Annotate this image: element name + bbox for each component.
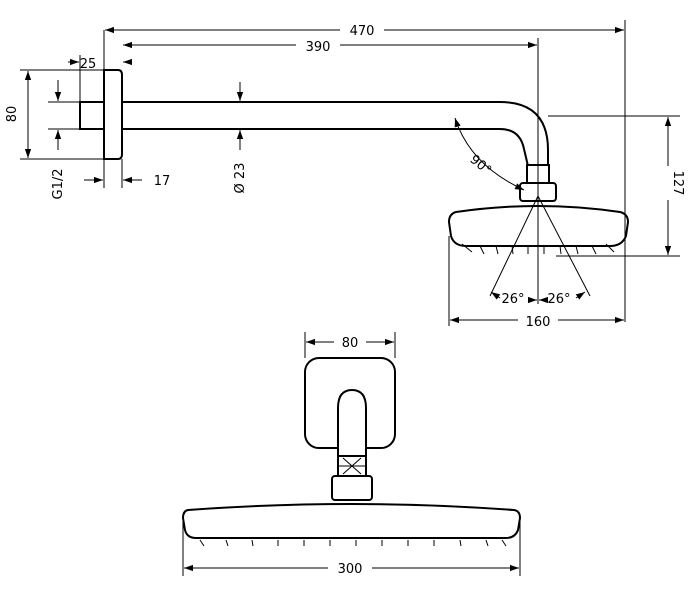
dim-arc-90 bbox=[454, 117, 525, 191]
dim-label-80-vertical: 80 bbox=[5, 106, 20, 123]
thread-stub bbox=[79, 101, 105, 130]
spray-cone-line-right bbox=[537, 195, 591, 297]
swivel-ball-front bbox=[331, 475, 373, 501]
dim-label-80-front: 80 bbox=[342, 336, 359, 351]
shower-arm-front bbox=[337, 388, 367, 459]
shower-arm-pipe-lower bbox=[122, 128, 529, 167]
dim-label-127: 127 bbox=[670, 171, 685, 196]
dim-label-300: 300 bbox=[338, 562, 363, 577]
dim-label-26-left: 26° bbox=[501, 292, 524, 307]
spray-cone-line-left bbox=[489, 195, 539, 297]
dim-label-470: 470 bbox=[350, 24, 375, 39]
dim-label-25: 25 bbox=[80, 57, 97, 72]
dim-label-160: 160 bbox=[526, 315, 551, 330]
front-view: 80 300 bbox=[181, 332, 522, 577]
dim-label-17: 17 bbox=[154, 174, 171, 189]
dim-label-pipe-diameter: Ø 23 bbox=[233, 163, 248, 194]
spray-nozzles-front bbox=[199, 539, 507, 547]
shower-head-front bbox=[181, 503, 522, 539]
dim-label-g12: G1/2 bbox=[51, 169, 66, 200]
shower-arm-pipe bbox=[122, 101, 549, 166]
side-view: 470 390 25 80 G1/2 17 Ø 23 bbox=[4, 20, 685, 330]
dim-label-26-right: 26° bbox=[547, 292, 570, 307]
dim-label-390: 390 bbox=[306, 40, 331, 55]
wall-flange bbox=[103, 69, 123, 160]
dim-label-90: 90° bbox=[467, 152, 494, 178]
